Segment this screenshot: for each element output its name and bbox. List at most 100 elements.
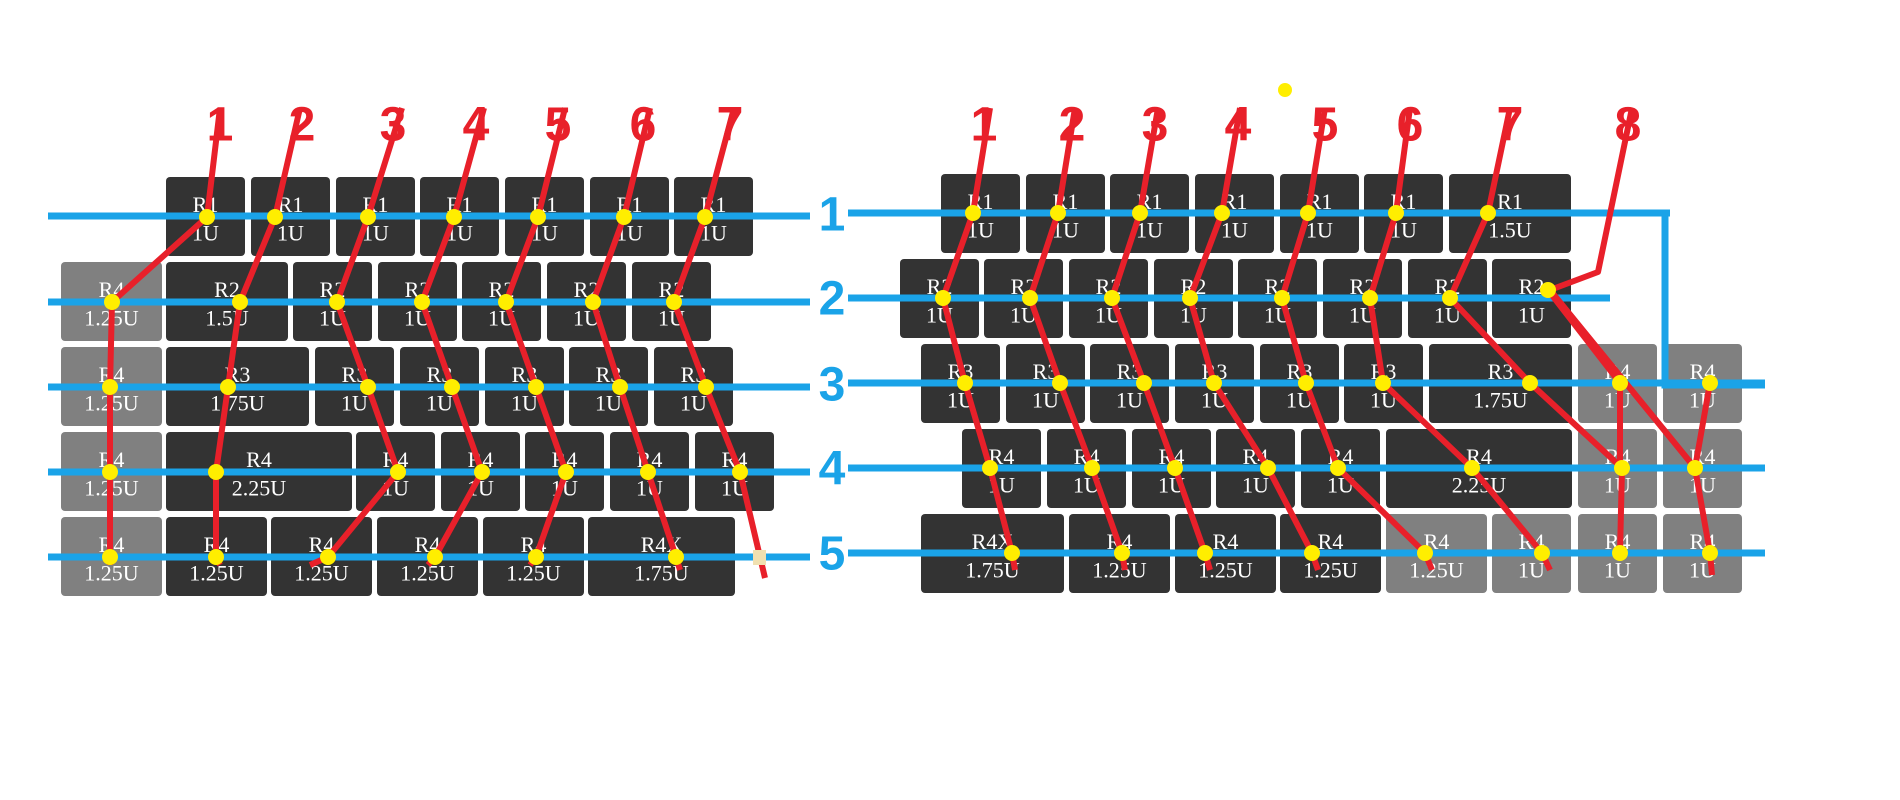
matrix-node (1612, 375, 1628, 391)
keycap-size-label: 1U (277, 221, 304, 246)
matrix-node (1084, 460, 1100, 476)
keycap-size-label: 1.25U (1303, 558, 1358, 583)
matrix-node (1522, 375, 1538, 391)
matrix-node (1540, 282, 1556, 298)
matrix-node (1480, 205, 1496, 221)
matrix-node (1052, 375, 1068, 391)
matrix-node (965, 205, 981, 221)
matrix-node (935, 290, 951, 306)
matrix-node (427, 549, 443, 565)
row-number-label: 2 (819, 273, 846, 326)
matrix-node (1197, 545, 1213, 561)
keycap-size-label: 1U (1306, 218, 1333, 243)
matrix-node (1050, 205, 1066, 221)
keycap-size-label: 1U (1518, 558, 1545, 583)
matrix-node (208, 549, 224, 565)
matrix-node (1260, 460, 1276, 476)
matrix-node (1375, 375, 1391, 391)
matrix-node (1022, 290, 1038, 306)
column-wire (671, 107, 768, 579)
matrix-node (390, 464, 406, 480)
matrix-node (1298, 375, 1314, 391)
keycap-size-label: 1U (1032, 388, 1059, 413)
column-number-label: 4 (463, 99, 490, 152)
row-number-label: 1 (819, 189, 846, 242)
matrix-node (446, 209, 462, 225)
keycap-size-label: 1.25U (294, 561, 349, 586)
matrix-node (1114, 545, 1130, 561)
matrix-node (1132, 205, 1148, 221)
matrix-node (102, 464, 118, 480)
row-number-label: 3 (819, 359, 846, 412)
matrix-node (585, 294, 601, 310)
matrix-node (640, 464, 656, 480)
matrix-node (220, 379, 236, 395)
matrix-node (1136, 375, 1152, 391)
matrix-node (732, 464, 748, 480)
matrix-node (1702, 545, 1718, 561)
matrix-node (104, 294, 120, 310)
column-number-label: 7 (717, 99, 744, 152)
column-number-label: 2 (289, 99, 316, 152)
matrix-node (1274, 290, 1290, 306)
keycap-size-label: 2.25U (232, 476, 287, 501)
matrix-node (1300, 205, 1316, 221)
matrix-node (1614, 460, 1630, 476)
matrix-node (1362, 290, 1378, 306)
matrix-node (528, 379, 544, 395)
matrix-node (444, 379, 460, 395)
keycap-size-label: 1U (1116, 388, 1143, 413)
matrix-node (199, 209, 215, 225)
nodes-layer (102, 83, 1718, 565)
matrix-node (1612, 545, 1628, 561)
matrix-node (698, 379, 714, 395)
keycap-size-label: 1U (1221, 218, 1248, 243)
matrix-node (1534, 545, 1550, 561)
matrix-node (1167, 460, 1183, 476)
matrix-node (208, 464, 224, 480)
matrix-node (957, 375, 973, 391)
matrix-node (1304, 545, 1320, 561)
column-wire (1692, 382, 1713, 469)
matrix-node (1004, 545, 1020, 561)
row-number-label: 4 (819, 443, 846, 496)
matrix-node (697, 209, 713, 225)
column-number-label: 8 (1615, 99, 1642, 152)
matrix-node (982, 460, 998, 476)
matrix-node (1442, 290, 1458, 306)
matrix-node (329, 294, 345, 310)
matrix-node (1388, 205, 1404, 221)
column-wire (107, 107, 223, 565)
keycap-size-label: 1U (426, 391, 453, 416)
keycap-size-label: 1.25U (1092, 558, 1147, 583)
row-line-connector (1661, 213, 1765, 389)
keycap-size-label: 1U (1604, 473, 1631, 498)
matrix-node (414, 294, 430, 310)
matrix-node (267, 209, 283, 225)
keycap-size-label: 1.75U (210, 391, 265, 416)
keycap-size-label: 1.75U (1473, 388, 1528, 413)
matrix-node (232, 294, 248, 310)
matrix-node (668, 549, 684, 565)
matrix-node (1214, 205, 1230, 221)
column-number-label: 7 (1497, 99, 1524, 152)
matrix-node (1330, 460, 1346, 476)
stray-marker (753, 550, 766, 565)
column-number-label: 6 (1397, 99, 1424, 152)
matrix-node (1417, 545, 1433, 561)
keycap-size-label: 1U (1604, 558, 1631, 583)
column-wire (1447, 107, 1625, 554)
row-number-label: 5 (819, 528, 846, 581)
column-number-label: 6 (630, 99, 657, 152)
matrix-node (320, 549, 336, 565)
column-number-label: 5 (545, 99, 572, 152)
matrix-node (530, 209, 546, 225)
keycap-size-label: 1U (511, 391, 538, 416)
keycap-size-label: 1U (595, 391, 622, 416)
column-number-label: 5 (1312, 99, 1339, 152)
keycap-row-label: R4 (246, 447, 272, 472)
keycap-size-label: 1U (680, 391, 707, 416)
matrix-node (474, 464, 490, 480)
